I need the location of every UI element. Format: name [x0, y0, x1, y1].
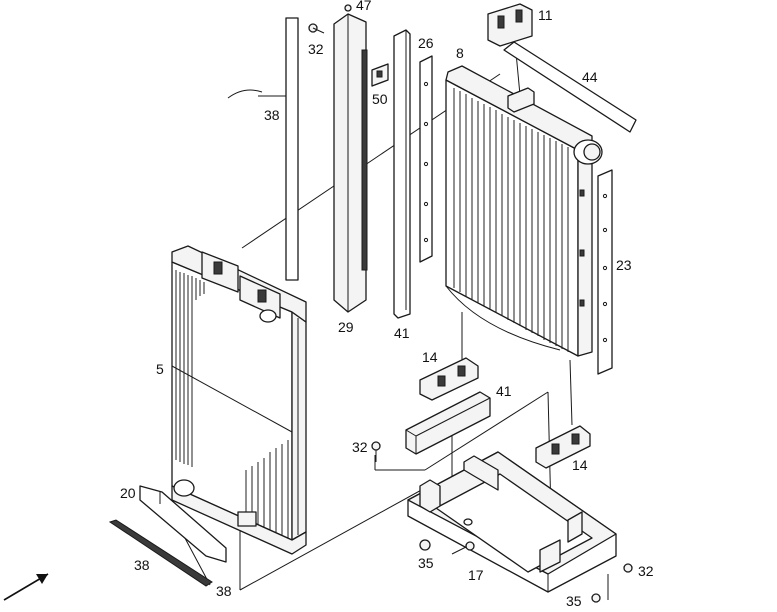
callout-labels: 47 11 32 26 8 44 50 38 23 29 41 5 14 41 … — [120, 0, 654, 609]
nut-35-bottom — [591, 593, 601, 603]
callout-32-mid: 32 — [352, 439, 368, 455]
callout-17: 17 — [468, 567, 484, 583]
callout-8: 8 — [456, 45, 464, 61]
intercooler-fins — [453, 88, 569, 352]
callout-38-top: 38 — [264, 107, 280, 123]
callout-14-lower: 14 — [572, 457, 588, 473]
callout-26: 26 — [418, 35, 434, 51]
callout-11: 11 — [538, 7, 553, 23]
callout-50: 50 — [372, 91, 388, 107]
callout-38-bottom-left: 38 — [134, 557, 150, 573]
block-41-lower — [405, 391, 491, 455]
bracket-11 — [487, 3, 535, 113]
callout-23: 23 — [616, 257, 632, 273]
callout-38-bottom-right: 38 — [216, 583, 232, 599]
callout-5: 5 — [156, 361, 164, 377]
callout-20: 20 — [120, 485, 136, 501]
callout-41-upper: 41 — [394, 325, 410, 341]
intercooler-8 — [445, 65, 603, 357]
bolt-35-left — [419, 539, 475, 555]
strip-38-bottom — [108, 519, 213, 587]
callout-41-lower: 41 — [496, 383, 512, 399]
radiator-5 — [171, 245, 307, 555]
tray-17 — [407, 451, 617, 593]
direction-arrow-icon — [3, 573, 49, 601]
radiator-fins-left — [175, 270, 205, 467]
seal-strip-26 — [419, 55, 433, 263]
clip-50 — [371, 63, 389, 87]
screw-32-bottom — [623, 563, 633, 573]
callout-35-bottom: 35 — [566, 593, 582, 609]
screw-32-top — [308, 23, 325, 34]
mount-14-upper — [419, 357, 479, 401]
seal-strip-23 — [597, 169, 613, 375]
callout-35-left: 35 — [418, 555, 434, 571]
callout-32-top: 32 — [308, 41, 324, 57]
callout-32-bottom: 32 — [638, 563, 654, 579]
callout-44: 44 — [582, 69, 598, 85]
rod-38 — [227, 17, 299, 281]
callout-14-upper: 14 — [422, 349, 438, 365]
bracket-29 — [333, 4, 368, 313]
screw-32-mid — [371, 441, 381, 462]
strip-41-upper — [393, 29, 411, 319]
callout-47: 47 — [356, 0, 372, 13]
callout-29: 29 — [338, 319, 354, 335]
mount-14-lower — [535, 425, 591, 469]
plate-20 — [139, 485, 227, 563]
bar-44 — [503, 41, 637, 133]
